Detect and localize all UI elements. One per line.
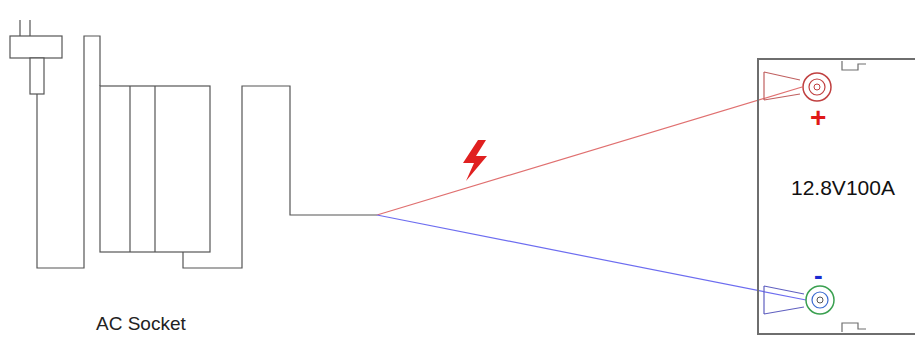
ac-cable bbox=[37, 36, 100, 268]
charger-seams bbox=[130, 86, 155, 252]
dc-cable bbox=[183, 86, 377, 268]
polarity-mark: - bbox=[814, 262, 823, 288]
negative-terminal bbox=[817, 297, 823, 303]
negative-terminal bbox=[806, 286, 834, 314]
negative-lead bbox=[377, 215, 806, 300]
positive-lead bbox=[377, 87, 802, 215]
negative-terminal bbox=[812, 292, 828, 308]
plug-body bbox=[10, 36, 62, 58]
plug-neck bbox=[30, 58, 44, 94]
positive-terminal bbox=[809, 79, 825, 95]
positive-terminal bbox=[814, 84, 820, 90]
battery-rating: 12.8V100A bbox=[791, 176, 895, 200]
positive-terminal bbox=[803, 73, 831, 101]
charger-body bbox=[100, 86, 210, 252]
device-label: AC Socket bbox=[96, 314, 186, 333]
negative-lug bbox=[764, 286, 804, 314]
battery-notch bbox=[842, 61, 866, 70]
positive-lug bbox=[764, 72, 800, 100]
lightning-symbol bbox=[463, 140, 487, 181]
plug-prongs bbox=[20, 20, 30, 36]
battery-notch bbox=[842, 323, 866, 332]
battery-box: 12.8V100A bbox=[757, 58, 915, 335]
polarity-mark: + bbox=[810, 104, 826, 132]
